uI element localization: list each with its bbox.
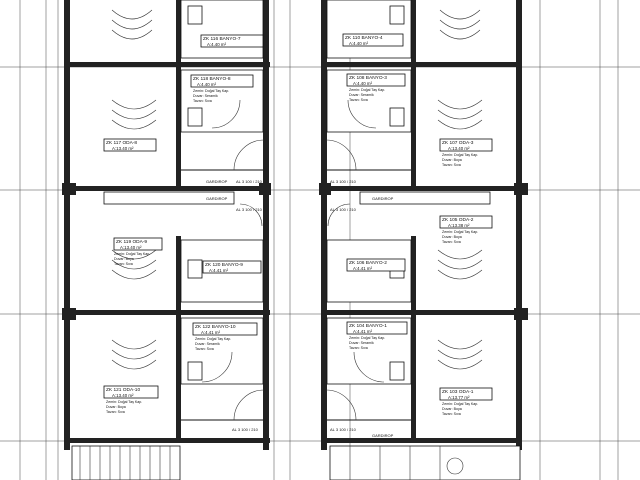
svg-text:Tavan: Sıva: Tavan: Sıva: [349, 346, 368, 350]
svg-text:ZK 103 ODA-1: ZK 103 ODA-1: [442, 389, 474, 395]
svg-text:Tavan: Sıva: Tavan: Sıva: [193, 99, 212, 103]
svg-text:ZK 105 ODA-2: ZK 105 ODA-2: [442, 217, 474, 223]
room-label: ZK 117 ODA-8 A:13.40 m²: [103, 138, 157, 152]
svg-text:Duvar: Boya: Duvar: Boya: [442, 158, 462, 162]
svg-text:A:13.77 m²: A:13.77 m²: [448, 395, 470, 400]
exterior-walls: [62, 0, 528, 450]
svg-text:ZK 104 BANYO-1: ZK 104 BANYO-1: [349, 323, 387, 329]
svg-text:Duvar: Seramik: Duvar: Seramik: [349, 341, 374, 345]
room-label: ZK 120 BANYO-9 A:4.41 m²: [202, 260, 262, 274]
svg-text:GARDIROP: GARDIROP: [372, 196, 394, 201]
svg-text:ZK 119 ODA-9: ZK 119 ODA-9: [116, 239, 147, 245]
svg-text:A:4.41 m²: A:4.41 m²: [209, 268, 229, 273]
room-label: ZK 108 BANYO-3 A:4.40 m² Zemin: Doğal Ta…: [346, 73, 406, 102]
door-swings: [201, 99, 385, 421]
svg-text:AL 3 100 / 210: AL 3 100 / 210: [232, 427, 259, 432]
svg-text:Duvar: Seramik: Duvar: Seramik: [193, 94, 218, 98]
room-label: ZK 121 ODA-10 A:13.40 m² Zemin: Doğal Ta…: [103, 385, 159, 414]
svg-text:ZK 118 BANYO-8: ZK 118 BANYO-8: [193, 76, 231, 82]
svg-text:ZK 121 ODA-10: ZK 121 ODA-10: [106, 387, 140, 393]
svg-text:AL 3 100 / 210: AL 3 100 / 210: [330, 179, 357, 184]
room-label: ZK 122 BANYO-10 A:4.41 m² Zemin: Doğal T…: [192, 322, 258, 351]
room-label: ZK 103 ODA-1 A:13.77 m² Zemin: Doğal Taş…: [439, 387, 493, 416]
room-label: ZK 105 ODA-2 A:13.38 m² Zemin: Doğal Taş…: [439, 215, 493, 244]
room-label: ZK 106 BANYO-2 A:4.41 m²: [346, 258, 406, 272]
wardrobe-tags: GARDIROP GARDIROP GARDIROP GARDIROP: [206, 179, 394, 438]
svg-text:Tavan: Sıva: Tavan: Sıva: [195, 347, 214, 351]
svg-text:Duvar: Boya: Duvar: Boya: [114, 257, 134, 261]
room-label: ZK 107 ODA-3 A:13.40 m² Zemin: Doğal Taş…: [439, 138, 493, 167]
svg-text:A:4.41 m²: A:4.41 m²: [353, 266, 373, 271]
room-label: ZK 119 ODA-9 A:13.40 m² Zemin: Doğal Taş…: [113, 237, 163, 266]
svg-text:ZK 110 BANYO-4: ZK 110 BANYO-4: [345, 35, 383, 41]
svg-text:GARDIROP: GARDIROP: [372, 433, 394, 438]
svg-text:A:4.40 m²: A:4.40 m²: [207, 42, 227, 47]
svg-text:Tavan: Sıva: Tavan: Sıva: [106, 410, 125, 414]
svg-text:A:4.40 m²: A:4.40 m²: [197, 82, 217, 87]
svg-text:A:13.40 m²: A:13.40 m²: [112, 146, 134, 151]
room-label: ZK 104 BANYO-1 A:4.41 m² Zemin: Doğal Ta…: [346, 321, 408, 350]
door-tags: AL 3 100 / 210 AL 3 100 / 210 AL 3 100 /…: [232, 179, 357, 432]
svg-text:GARDIROP: GARDIROP: [206, 179, 228, 184]
svg-text:Zemin: Doğal Taş Kap.: Zemin: Doğal Taş Kap.: [114, 252, 150, 256]
svg-text:ZK 122 BANYO-10: ZK 122 BANYO-10: [195, 324, 236, 330]
svg-text:GARDIROP: GARDIROP: [206, 196, 228, 201]
svg-text:Duvar: Seramik: Duvar: Seramik: [195, 342, 220, 346]
svg-text:A:13.40 m²: A:13.40 m²: [112, 393, 134, 398]
room-label: ZK 118 BANYO-8 A:4.40 m² Zemin: Doğal Ta…: [190, 74, 254, 103]
svg-text:Tavan: Sıva: Tavan: Sıva: [442, 240, 461, 244]
svg-text:AL 3 100 / 210: AL 3 100 / 210: [330, 427, 357, 432]
svg-text:AL 3 100 / 210: AL 3 100 / 210: [236, 207, 263, 212]
svg-text:A:4.41 m²: A:4.41 m²: [353, 329, 373, 334]
svg-text:Duvar: Boya: Duvar: Boya: [442, 235, 462, 239]
room-labels: ZK 116 BANYO-7 A:4.40 m² ZK 110 BANYO-4 …: [103, 33, 493, 416]
svg-text:A:13.38 m²: A:13.38 m²: [448, 223, 470, 228]
svg-text:ZK 108 BANYO-3: ZK 108 BANYO-3: [349, 75, 387, 81]
svg-text:ZK 116 BANYO-7: ZK 116 BANYO-7: [203, 36, 241, 42]
svg-text:A:4.40 m²: A:4.40 m²: [349, 41, 369, 46]
svg-text:Duvar: Seramik: Duvar: Seramik: [349, 93, 374, 97]
svg-text:Zemin: Doğal Taş Kap.: Zemin: Doğal Taş Kap.: [442, 230, 478, 234]
bed-symbols: [111, 9, 483, 370]
svg-text:ZK 117 ODA-8: ZK 117 ODA-8: [106, 140, 137, 146]
svg-text:Duvar: Boya: Duvar: Boya: [442, 407, 462, 411]
svg-text:AL 3 100 / 210: AL 3 100 / 210: [236, 179, 263, 184]
svg-text:Tavan: Sıva: Tavan: Sıva: [442, 412, 461, 416]
svg-text:Zemin: Doğal Taş Kap.: Zemin: Doğal Taş Kap.: [106, 400, 142, 404]
svg-text:Zemin: Doğal Taş Kap.: Zemin: Doğal Taş Kap.: [195, 337, 231, 341]
svg-text:Tavan: Sıva: Tavan: Sıva: [349, 98, 368, 102]
svg-text:A:4.41 m²: A:4.41 m²: [201, 330, 221, 335]
svg-text:Tavan: Sıva: Tavan: Sıva: [442, 163, 461, 167]
svg-text:AL 3 100 / 210: AL 3 100 / 210: [330, 207, 357, 212]
svg-text:ZK 106 BANYO-2: ZK 106 BANYO-2: [349, 260, 387, 266]
svg-text:Duvar: Boya: Duvar: Boya: [106, 405, 126, 409]
room-label: ZK 116 BANYO-7 A:4.40 m²: [200, 34, 264, 48]
svg-text:Zemin: Doğal Taş Kap.: Zemin: Doğal Taş Kap.: [442, 153, 478, 157]
svg-text:ZK 107 ODA-3: ZK 107 ODA-3: [442, 140, 474, 146]
svg-text:Zemin: Doğal Taş Kap.: Zemin: Doğal Taş Kap.: [193, 89, 229, 93]
svg-text:A:4.40 m²: A:4.40 m²: [353, 81, 373, 86]
svg-text:Zemin: Doğal Taş Kap.: Zemin: Doğal Taş Kap.: [442, 402, 478, 406]
svg-text:Tavan: Sıva: Tavan: Sıva: [114, 262, 133, 266]
svg-text:A:13.40 m²: A:13.40 m²: [120, 245, 142, 250]
room-label: ZK 110 BANYO-4 A:4.40 m²: [342, 33, 404, 47]
svg-text:ZK 120 BANYO-9: ZK 120 BANYO-9: [205, 262, 243, 268]
svg-text:Zemin: Doğal Taş Kap.: Zemin: Doğal Taş Kap.: [349, 336, 385, 340]
stairs: [71, 445, 521, 480]
svg-text:Zemin: Doğal Taş Kap.: Zemin: Doğal Taş Kap.: [349, 88, 385, 92]
svg-text:A:13.40 m²: A:13.40 m²: [448, 146, 470, 151]
